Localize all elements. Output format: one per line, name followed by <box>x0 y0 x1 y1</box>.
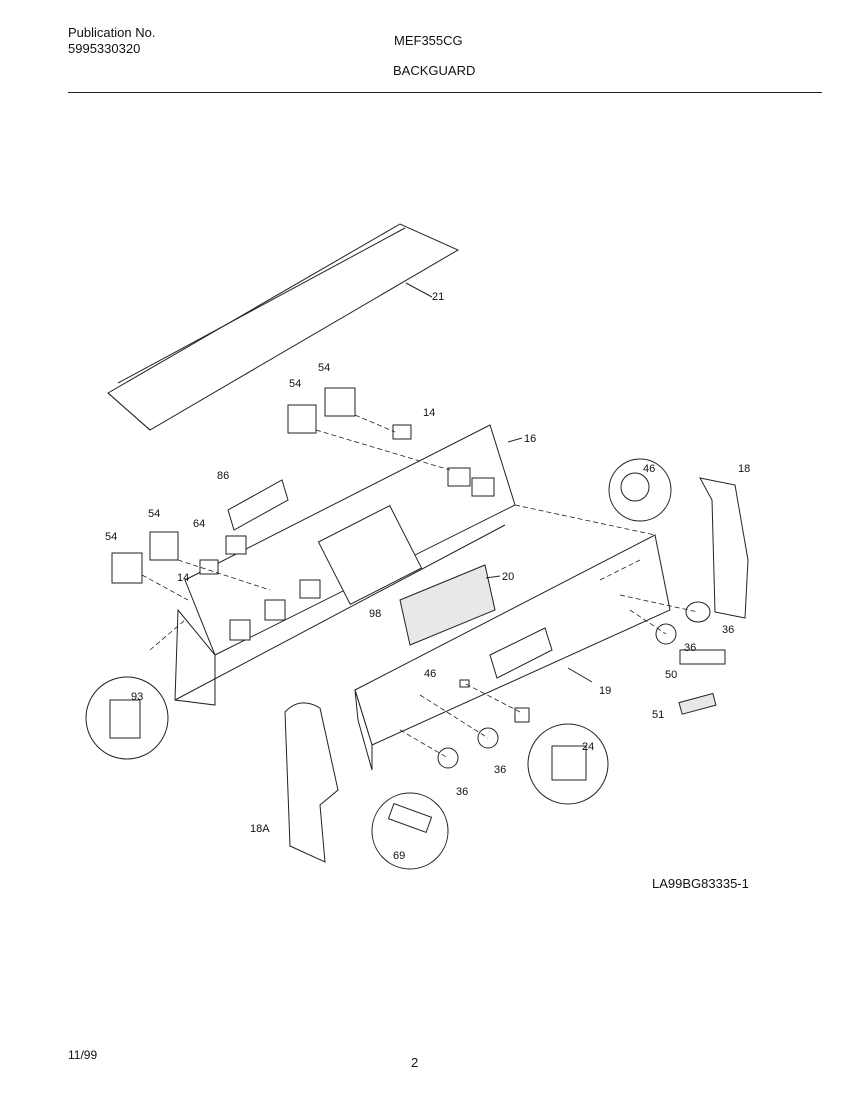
part-54-blocks <box>111 387 356 584</box>
footer-date: 11/99 <box>68 1048 98 1062</box>
callout-69: 69 <box>393 850 405 862</box>
callout-51: 51 <box>652 709 664 721</box>
assembly-lines <box>141 414 699 759</box>
callout-93: 93 <box>131 691 143 703</box>
part-20-control-board <box>399 564 501 646</box>
callout-20: 20 <box>502 571 514 583</box>
publication-label: Publication No. <box>68 25 156 40</box>
callout-86: 86 <box>217 470 229 482</box>
callout-46-b: 46 <box>424 668 436 680</box>
part-19-control-panel <box>354 534 671 771</box>
header-rule <box>68 92 822 93</box>
callout-24: 24 <box>582 741 594 753</box>
callout-36-b: 36 <box>684 642 696 654</box>
detail-circles <box>85 458 672 870</box>
part-21-top-trim <box>107 223 460 431</box>
callout-36-d: 36 <box>456 786 468 798</box>
part-14-switches <box>199 424 412 575</box>
diagram-reference: LA99BG83335-1 <box>652 876 749 891</box>
callout-36-a: 36 <box>722 624 734 636</box>
callout-46-a: 46 <box>643 463 655 475</box>
callout-18: 18 <box>738 463 750 475</box>
callout-19: 19 <box>599 685 611 697</box>
model-number: MEF355CG <box>394 33 463 48</box>
callout-54-d: 54 <box>105 531 117 543</box>
callout-54-a: 54 <box>318 362 330 374</box>
callout-50: 50 <box>665 669 677 681</box>
callout-14-a: 14 <box>423 407 435 419</box>
callout-54-c: 54 <box>148 508 160 520</box>
part-36-knobs <box>437 601 726 769</box>
callout-36-c: 36 <box>494 764 506 776</box>
page-number: 2 <box>411 1055 419 1070</box>
callout-98: 98 <box>369 608 381 620</box>
callout-14-b: 14 <box>177 572 189 584</box>
callout-18a: 18A <box>250 823 270 835</box>
section-title: BACKGUARD <box>393 63 476 78</box>
part-16-backguard-panel <box>174 424 523 706</box>
part-18-right-end-cap <box>699 477 749 619</box>
callout-54-b: 54 <box>289 378 301 390</box>
callout-21: 21 <box>432 291 444 303</box>
publication-number: 5995330320 <box>68 41 141 56</box>
part-86-and-64 <box>225 479 289 555</box>
callout-16: 16 <box>524 433 536 445</box>
part-18a-left-end-cap <box>284 702 339 863</box>
callout-64: 64 <box>193 518 205 530</box>
